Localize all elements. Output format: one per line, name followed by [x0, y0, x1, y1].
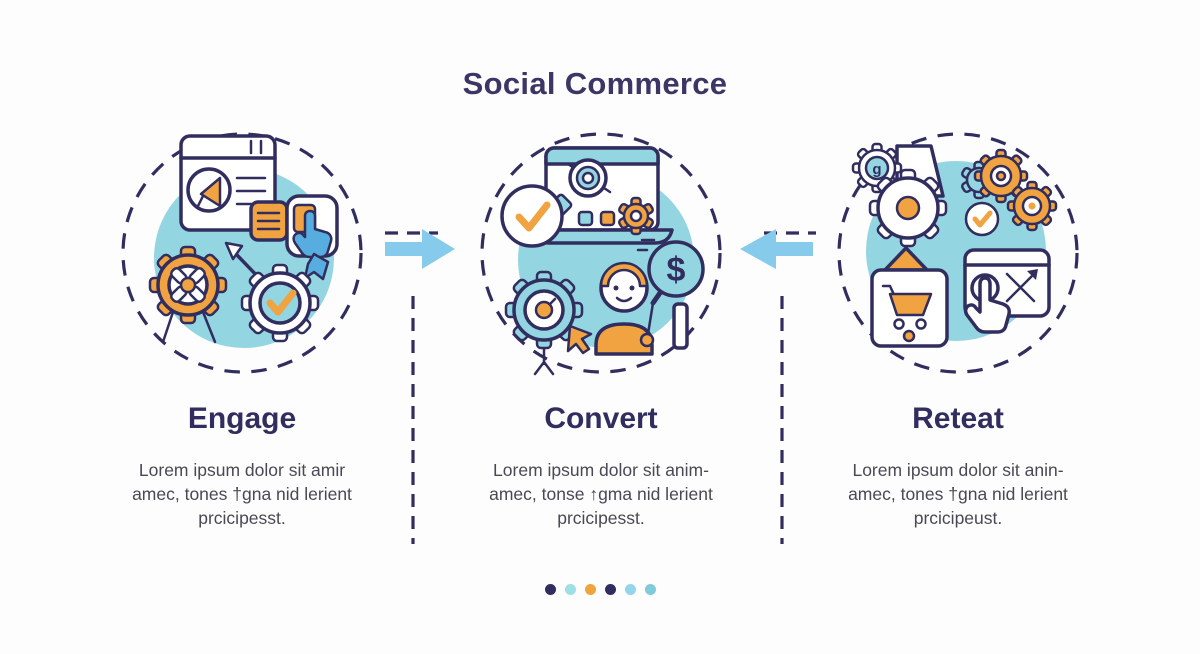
- step-engage: Engage Lorem ipsum dolor sit amir amec, …: [82, 128, 402, 530]
- step-description: Lorem ipsum dolor sit amir amec, tones †…: [82, 458, 402, 530]
- dashed-circle: [121, 132, 363, 374]
- gear-check-arrow-icon: [224, 241, 318, 341]
- step-heading: Engage: [187, 402, 297, 435]
- laptop-target-icon: [530, 146, 674, 245]
- gear-cross-icon: [150, 247, 226, 344]
- browser-click-expand-icon: [963, 248, 1051, 334]
- gear-duo-icon: [961, 150, 1056, 230]
- description-line: prcicipesst.: [198, 508, 286, 529]
- step-convert: $ Convert Lorem ipsum dolor sit anim- am…: [441, 128, 761, 530]
- dashed-circle: [837, 132, 1079, 374]
- description-line: Lorem ipsum dolor sit amir: [138, 460, 346, 480]
- step-heading: Convert: [544, 402, 658, 435]
- gear-g-icon: g: [853, 144, 946, 246]
- pagination-dot: [625, 584, 636, 595]
- step-description: Lorem ipsum dolor sit anin- amec, tones …: [798, 458, 1118, 530]
- pagination-dot: [645, 584, 656, 595]
- step-heading: Reteat: [912, 402, 1004, 435]
- description-line: prcicipesst.: [557, 508, 645, 529]
- check-circle-icon: [500, 184, 564, 248]
- description-line: amec, tonse ↑gma nid lerient: [489, 484, 713, 505]
- engage-illustration: [121, 132, 363, 374]
- ad-card-icon: [249, 200, 289, 242]
- pagination-dot: [585, 584, 596, 595]
- dollar-magnifier-icon: $: [636, 238, 705, 350]
- cart-upload-icon: [870, 246, 949, 348]
- convert-illustration: $: [480, 132, 722, 376]
- reteat-illustration: g: [837, 132, 1079, 374]
- check-circle-icon: [964, 201, 1000, 237]
- page-title: Social Commerce: [462, 66, 728, 101]
- pagination-dots: [545, 584, 656, 595]
- flow-connector-2: [740, 229, 816, 544]
- touch-hand-icon: [285, 194, 339, 281]
- description-line: amec, tones †gna nid lerient: [848, 484, 1068, 505]
- description-line: amec, tones †gna nid lerient: [132, 484, 352, 505]
- step-description: Lorem ipsum dolor sit anim- amec, tonse …: [441, 458, 761, 530]
- pagination-dot: [565, 584, 576, 595]
- person-icon: [594, 261, 654, 356]
- step-reteat: g: [798, 128, 1118, 530]
- gear-gauge-cursor-icon: [506, 272, 593, 376]
- description-line: Lorem ipsum dolor sit anin-: [852, 460, 1064, 480]
- description-line: prcicipeust.: [913, 508, 1003, 529]
- dashed-circle: [480, 132, 722, 374]
- gear-letter: g: [872, 161, 881, 178]
- description-line: Lorem ipsum dolor sit anim-: [493, 460, 709, 480]
- flow-connector-1: [385, 229, 455, 544]
- dollar-symbol: $: [667, 251, 686, 289]
- pagination-dot: [605, 584, 616, 595]
- arrow-right-icon: [385, 229, 455, 269]
- arrow-left-icon: [740, 229, 813, 269]
- pagination-dot: [545, 584, 556, 595]
